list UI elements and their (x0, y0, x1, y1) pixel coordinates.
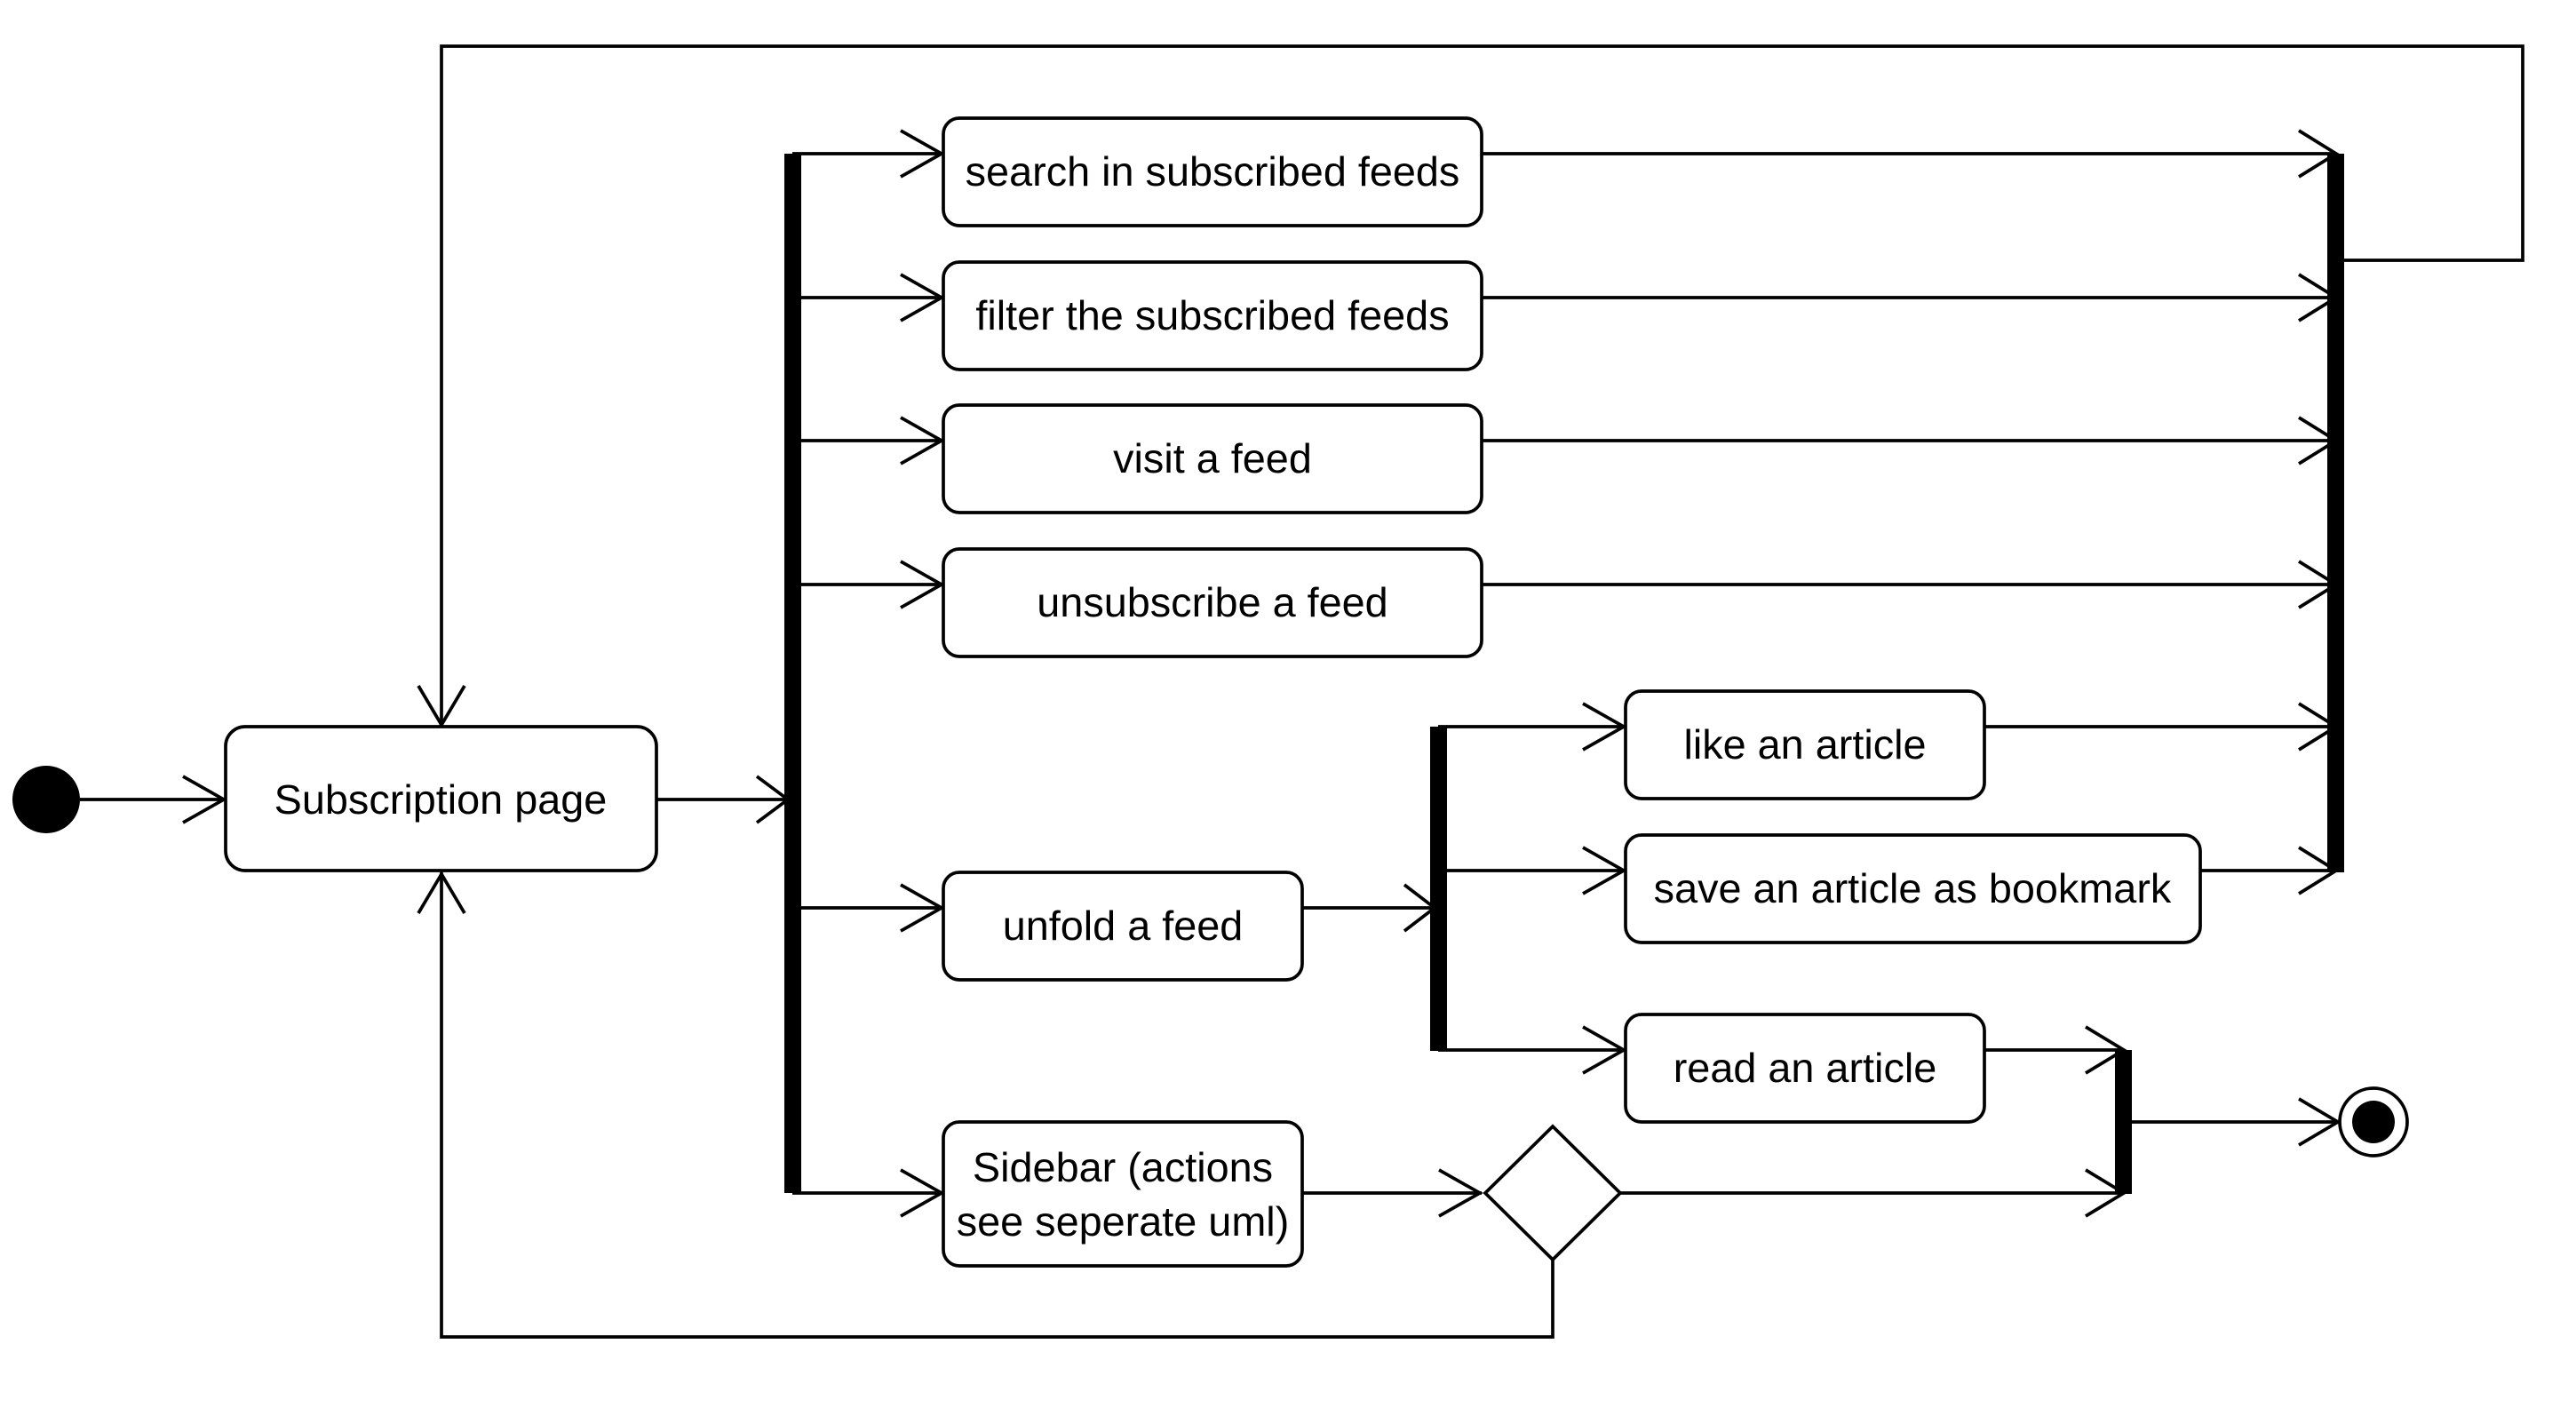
node-subscription-page: Subscription page (224, 725, 658, 872)
node-bookmark: save an article as bookmark (1624, 833, 2202, 944)
arrowheads (182, 129, 2341, 1218)
node-unsubscribe: unsubscribe a feed (942, 547, 1483, 658)
node-search-label: search in subscribed feeds (966, 148, 1460, 195)
node-sidebar: Sidebar (actions see seperate uml) (942, 1120, 1304, 1268)
node-filter-label: filter the subscribed feeds (975, 292, 1449, 338)
node-visit-label: visit a feed (1113, 435, 1312, 481)
node-subscription-page-label: Subscription page (274, 776, 608, 823)
node-bookmark-label: save an article as bookmark (1654, 865, 2172, 911)
decision-diamond (1483, 1124, 1623, 1262)
final-node (2338, 1086, 2409, 1157)
node-sidebar-label-line1: Sidebar (actions (973, 1144, 1273, 1190)
node-unfold: unfold a feed (942, 871, 1304, 982)
node-unfold-label: unfold a feed (1003, 903, 1244, 949)
join-bar-right (2327, 154, 2344, 872)
node-visit: visit a feed (942, 403, 1483, 514)
connectors (80, 44, 2524, 1339)
node-sidebar-label-line2: see seperate uml) (957, 1198, 1290, 1245)
node-unsubscribe-label: unsubscribe a feed (1037, 579, 1387, 625)
node-read: read an article (1624, 1013, 1986, 1124)
fork-bar-main (784, 154, 801, 1193)
node-like-label: like an article (1683, 721, 1926, 768)
node-filter: filter the subscribed feeds (942, 260, 1483, 371)
fork-bar-unfold (1430, 727, 1447, 1051)
node-read-label: read an article (1674, 1045, 1937, 1091)
node-search: search in subscribed feeds (942, 116, 1483, 227)
initial-node (12, 766, 80, 833)
node-like: like an article (1624, 689, 1986, 800)
